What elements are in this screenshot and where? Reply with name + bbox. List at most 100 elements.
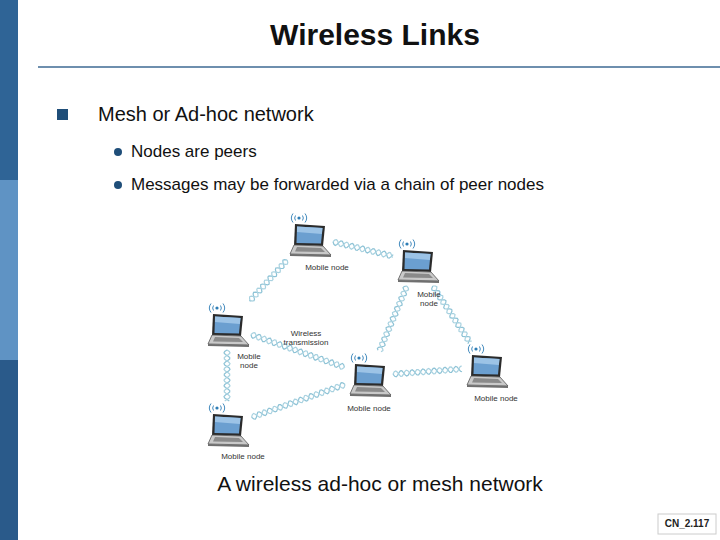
laptop-base — [290, 245, 331, 255]
antenna-dot — [215, 406, 218, 409]
laptop-screen — [297, 227, 323, 244]
screen-glare — [297, 227, 323, 235]
laptop-screen-frame — [212, 414, 243, 436]
laptop-screen — [215, 417, 241, 434]
antenna-wave — [213, 406, 222, 411]
mobile-node: Mobile node — [462, 343, 510, 391]
screen-glare — [215, 317, 241, 325]
screen-glare — [357, 367, 383, 375]
laptop-icon — [462, 343, 510, 391]
mobile-node: Mobile node — [393, 238, 441, 286]
laptop-icon — [393, 238, 441, 286]
antenna-wave — [352, 354, 367, 363]
laptop-icon — [203, 302, 251, 350]
laptop-keyboard — [295, 247, 325, 252]
laptop-icon — [285, 212, 333, 260]
antenna-dot — [215, 306, 218, 309]
sub-bullet-text: Messages may be forwarded via a chain of… — [131, 174, 611, 196]
node-label: Mobile node — [339, 404, 399, 413]
bullet-dot — [114, 148, 122, 156]
laptop-edge — [398, 280, 439, 283]
antenna-wave — [295, 216, 304, 221]
laptop-keyboard — [213, 337, 243, 342]
footer-box — [658, 514, 716, 534]
screen-glare — [405, 253, 431, 261]
antenna-dot — [357, 356, 360, 359]
link-wave — [380, 286, 409, 352]
title-rule — [38, 66, 720, 68]
laptop-keyboard — [213, 437, 243, 442]
node-label: Mobile node — [213, 452, 273, 461]
antenna-wave — [292, 214, 307, 223]
link-wave — [252, 383, 345, 420]
laptop-screen-frame — [402, 250, 433, 272]
laptop-edge — [350, 394, 391, 397]
laptop-edge — [467, 385, 508, 388]
laptop-base — [350, 385, 391, 395]
antenna-dot — [297, 216, 300, 219]
laptop-screen-frame — [294, 224, 325, 246]
laptop-edge — [290, 254, 331, 257]
laptop-keyboard — [355, 387, 385, 392]
laptop-icon — [345, 352, 393, 400]
laptop-screen — [357, 367, 383, 384]
wireless-link — [393, 366, 462, 377]
laptop-keyboard — [403, 273, 433, 278]
node-label: Mobile node — [231, 352, 267, 370]
wireless-link — [333, 240, 393, 259]
link-wave — [393, 366, 462, 377]
link-wave — [224, 350, 230, 401]
antenna-wave — [213, 306, 222, 311]
laptop-screen-frame — [354, 364, 385, 386]
antenna-wave — [469, 345, 484, 354]
slide-title: Wireless Links — [30, 18, 720, 52]
bullet-dot — [114, 181, 122, 189]
antenna-wave — [210, 304, 225, 313]
laptop-screen — [215, 317, 241, 334]
bullet-text: Mesh or Ad-hoc network — [98, 102, 498, 126]
wireless-link — [249, 260, 288, 302]
laptop-base — [208, 335, 249, 345]
link-wave — [224, 350, 230, 401]
mobile-node: Mobile node — [203, 302, 251, 350]
sub-bullet-text: Nodes are peers — [131, 141, 531, 163]
laptop-edge — [208, 444, 249, 447]
side-bar — [0, 360, 18, 540]
screen-glare — [215, 417, 241, 425]
antenna-wave — [403, 242, 412, 247]
link-wave — [333, 240, 392, 258]
antenna-wave — [210, 404, 225, 413]
figure-caption: A wireless ad-hoc or mesh network — [100, 472, 660, 496]
laptop-screen — [474, 358, 500, 375]
side-bar — [0, 0, 18, 180]
node-label: Mobile node — [466, 394, 526, 403]
laptop-screen-frame — [212, 314, 243, 336]
callout-label: Wireless transmission — [278, 329, 334, 347]
laptop-edge — [208, 344, 249, 347]
link-wave — [333, 241, 393, 258]
bullet-square — [57, 109, 68, 120]
laptop-base — [467, 376, 508, 386]
link-wave — [252, 384, 345, 417]
laptop-screen — [405, 253, 431, 270]
mobile-node: Mobile node — [285, 212, 333, 260]
antenna-dot — [474, 347, 477, 350]
screen-glare — [474, 358, 500, 366]
laptop-base — [398, 271, 439, 281]
antenna-wave — [472, 347, 481, 352]
link-wave — [249, 260, 287, 301]
mobile-node: Mobile node — [203, 402, 251, 450]
laptop-base — [208, 435, 249, 445]
slide-number: CN_2.117 — [658, 518, 716, 530]
laptop-keyboard — [472, 378, 502, 383]
link-wave — [393, 366, 462, 376]
node-label: Mobile node — [297, 263, 357, 272]
antenna-wave — [400, 240, 415, 249]
laptop-icon — [203, 402, 251, 450]
wireless-link — [224, 350, 230, 401]
laptop-screen-frame — [471, 355, 502, 377]
antenna-wave — [355, 356, 364, 361]
wireless-link — [252, 383, 345, 420]
